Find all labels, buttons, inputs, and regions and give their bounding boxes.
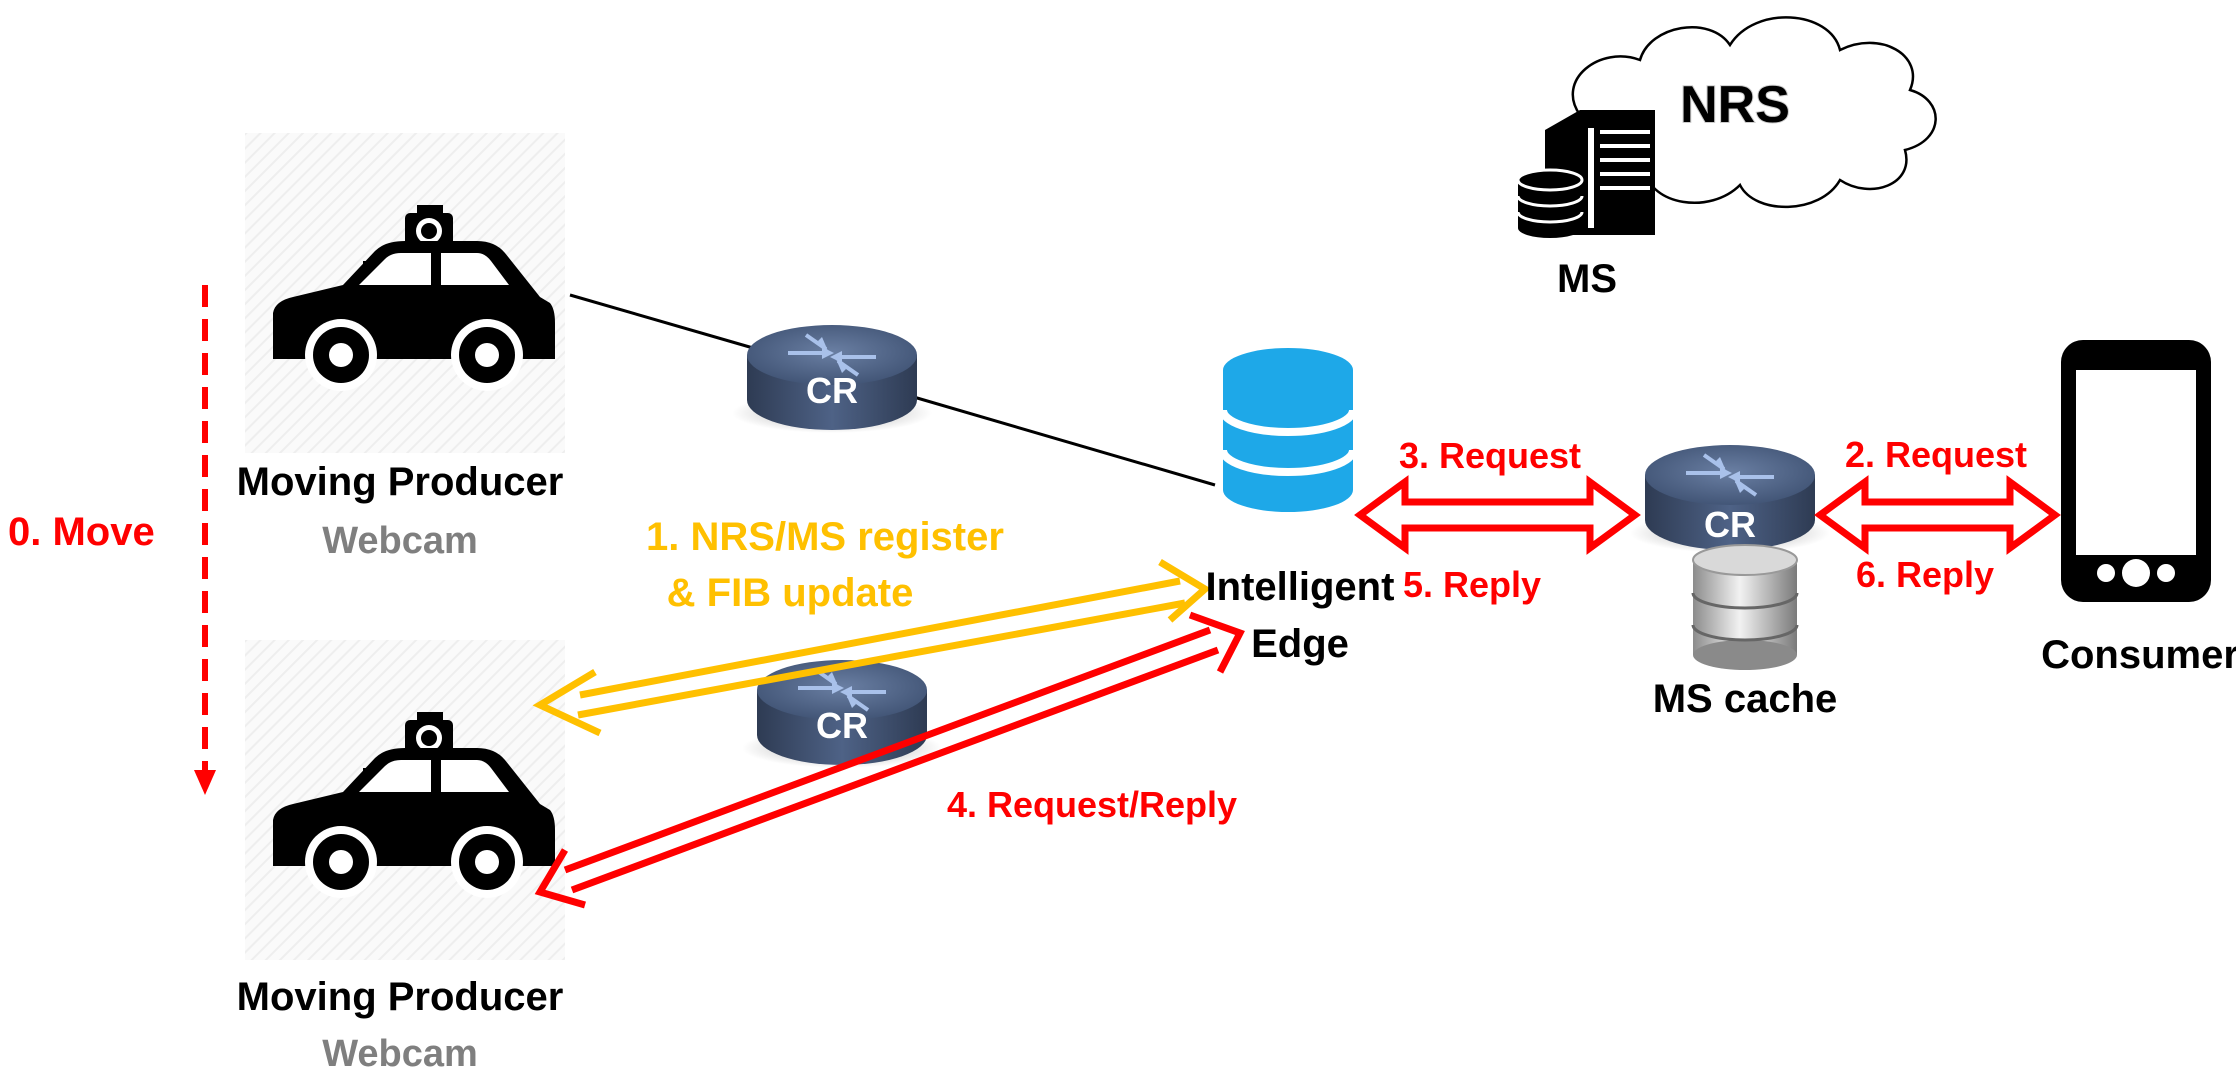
ms-cache-label: MS cache: [1653, 677, 1838, 721]
smartphone-icon: [2061, 340, 2211, 602]
cloud-icon: [1571, 16, 1937, 209]
move-arrow-head: [194, 770, 216, 795]
step1-label-line1: 1. NRS/MS register: [646, 515, 1004, 559]
router-icon-top: CR: [730, 323, 934, 435]
car-with-camera-icon-top: [245, 133, 565, 453]
step2-label: 2. Request: [1845, 434, 2027, 475]
producer-top-title: Moving Producer: [237, 460, 564, 504]
step6-label: 6. Reply: [1856, 554, 1994, 595]
edge-label-line2: Edge: [1251, 622, 1349, 666]
router-label-bottom: CR: [816, 705, 868, 746]
register-arrow: [532, 558, 1211, 737]
router-icon-cache: CR: [1628, 443, 1832, 555]
link-producer-to-router: [569, 293, 761, 352]
database-icon: [1219, 348, 1357, 512]
router-icon-bottom: CR: [740, 658, 944, 770]
ms-label: MS: [1557, 257, 1617, 301]
step3-label: 3. Request: [1399, 435, 1581, 476]
server-icon: [1516, 110, 1655, 238]
consumer-label: Consumer: [2041, 633, 2236, 677]
move-label: 0. Move: [8, 510, 155, 554]
car-with-camera-icon-bottom: [245, 640, 565, 960]
producer-top-subtitle: Webcam: [322, 520, 478, 562]
link-router-to-edge: [899, 391, 1216, 487]
request-reply-arrow-consumer: [1814, 475, 2061, 555]
server-disk-icon: [1516, 168, 1584, 238]
router-label-cache: CR: [1704, 504, 1756, 545]
producer-bottom-subtitle: Webcam: [322, 1033, 478, 1075]
step5-label: 5. Reply: [1403, 564, 1541, 605]
router-label-top: CR: [806, 370, 858, 411]
step1-label-line2: & FIB update: [667, 571, 914, 615]
step4-label: 4. Request/Reply: [947, 784, 1237, 825]
request-reply-arrow-edge: [1354, 475, 1641, 555]
producer-bottom-title: Moving Producer: [237, 975, 564, 1019]
edge-label-line1: Intelligent: [1206, 565, 1395, 609]
request-reply-arrow-producer: [534, 611, 1245, 909]
cache-database-icon: [1691, 544, 1799, 670]
nrs-label: NRS: [1680, 76, 1790, 134]
